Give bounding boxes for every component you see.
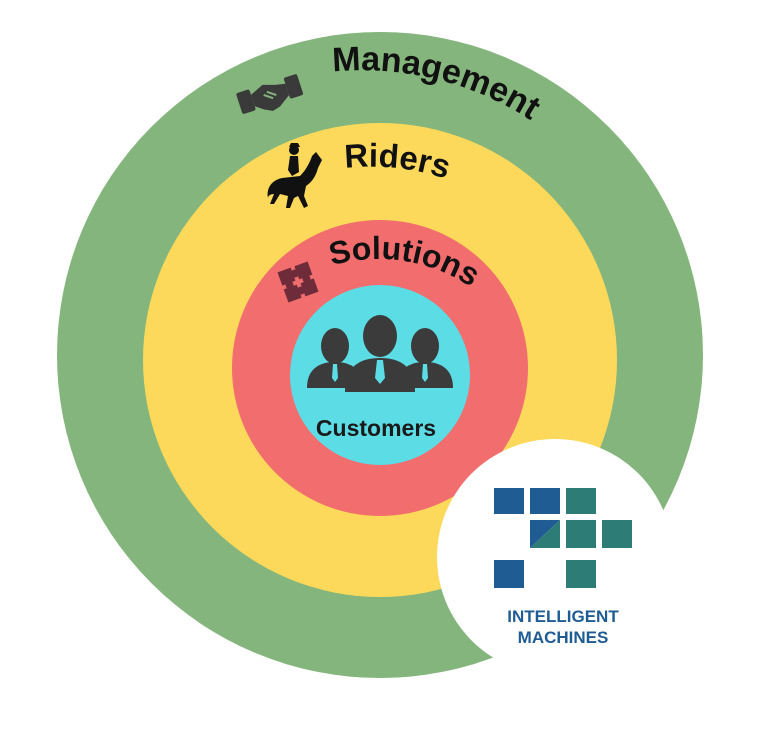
customers-group-icon	[307, 315, 453, 392]
handshake-icon	[236, 74, 304, 114]
logo-text-line1: INTELLIGENT	[507, 607, 619, 626]
intelligent-machines-logo	[494, 488, 632, 588]
horse-rider-icon	[267, 143, 322, 208]
puzzle-icon	[277, 261, 319, 303]
logo-text-line2: MACHINES	[518, 628, 609, 647]
customers-label: Customers	[316, 415, 436, 441]
